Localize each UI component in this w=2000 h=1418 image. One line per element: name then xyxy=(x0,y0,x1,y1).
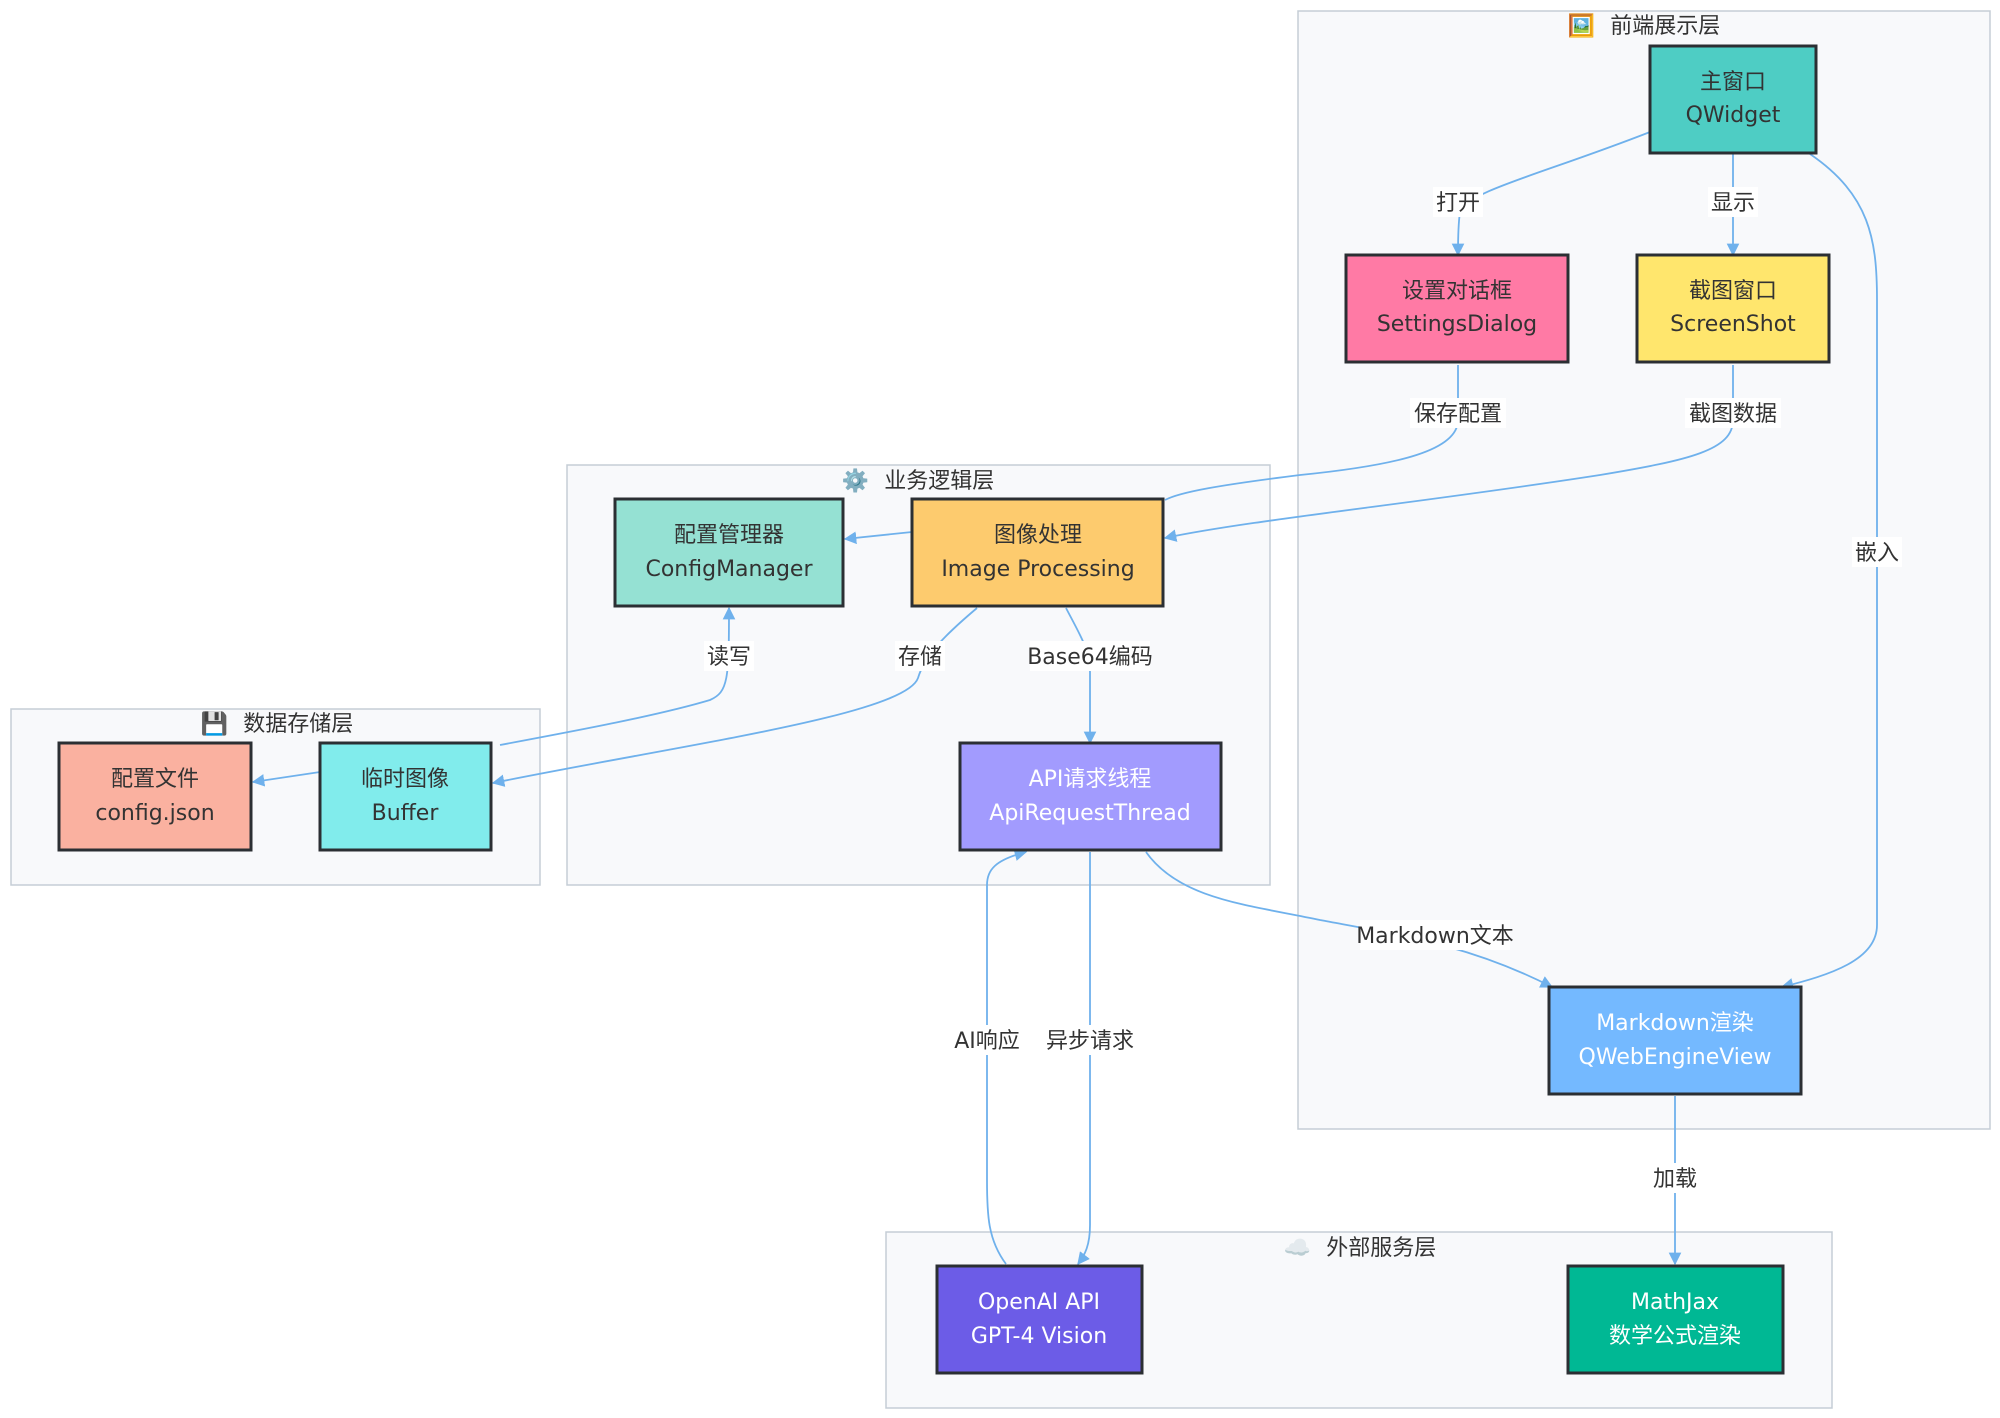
edge-label-embed: 嵌入 xyxy=(1855,541,1899,566)
edge-label-load: 加载 xyxy=(1653,1167,1697,1192)
edge-openai-to-api-thread xyxy=(986,848,1028,1265)
node-sublabel: ConfigManager xyxy=(645,557,813,582)
node-sublabel: ScreenShot xyxy=(1670,312,1796,337)
edge-labels: 打开 显示 嵌入 保存配置 截图数据 读写 存储 Base64编码 Markdo… xyxy=(704,187,1902,1193)
node-config-file: 配置文件 config.json xyxy=(57,741,253,852)
edge-api-thread-to-openai xyxy=(1077,852,1091,1265)
node-sublabel: SettingsDialog xyxy=(1377,312,1537,337)
node-label: 主窗口 xyxy=(1700,70,1766,95)
node-sublabel: config.json xyxy=(95,801,214,826)
edge-label-show: 显示 xyxy=(1711,191,1755,216)
node-label: MathJax xyxy=(1631,1290,1719,1315)
cloud-icon: ☁️ xyxy=(1284,1236,1311,1261)
edge-api-thread-to-markdown xyxy=(1145,851,1554,988)
edge-label-open: 打开 xyxy=(1436,191,1480,216)
node-screenshot-window: 截图窗口 ScreenShot xyxy=(1635,253,1831,364)
node-label: 临时图像 xyxy=(361,767,449,792)
node-sublabel: QWidget xyxy=(1686,103,1781,128)
edge-label-ai-response: AI响应 xyxy=(954,1029,1020,1054)
group-title-external: 外部服务层 xyxy=(1326,1236,1436,1261)
edge-label-read-write: 读写 xyxy=(707,645,751,670)
svg-text:🖼️ 前端展示层: 🖼️ 前端展示层 xyxy=(1568,13,1720,39)
edge-label-store: 存储 xyxy=(898,645,942,670)
node-sublabel: GPT-4 Vision xyxy=(971,1324,1107,1349)
node-label: Markdown渲染 xyxy=(1596,1011,1754,1036)
node-mathjax: MathJax 数学公式渲染 xyxy=(1566,1264,1785,1375)
frame-icon: 🖼️ xyxy=(1568,13,1595,39)
node-label: 配置管理器 xyxy=(674,523,784,548)
edge-label-screenshot-data: 截图数据 xyxy=(1689,402,1777,427)
node-sublabel: QWebEngineView xyxy=(1579,1045,1772,1070)
node-label: 截图窗口 xyxy=(1689,279,1777,304)
svg-text:💾 数据存储层: 💾 数据存储层 xyxy=(201,711,353,737)
edge-screenshot-to-image-processing xyxy=(1163,365,1734,542)
node-sublabel: 数学公式渲染 xyxy=(1609,1324,1741,1349)
edge-temp-image-to-config-file xyxy=(251,771,321,787)
node-api-request-thread: API请求线程 ApiRequestThread xyxy=(958,741,1223,852)
edge-label-async-request: 异步请求 xyxy=(1046,1029,1134,1054)
group-title-storage: 数据存储层 xyxy=(243,712,353,737)
edge-main-to-markdown xyxy=(1780,153,1878,991)
edge-label-markdown-text: Markdown文本 xyxy=(1356,924,1514,949)
node-label: 图像处理 xyxy=(994,523,1082,548)
edge-settings-to-image-processing xyxy=(1164,365,1459,501)
node-label: API请求线程 xyxy=(1029,767,1152,792)
node-sublabel: Buffer xyxy=(372,801,440,826)
edge-image-processing-to-config-manager xyxy=(843,531,913,545)
group-title-frontend: 前端展示层 xyxy=(1610,14,1720,39)
floppy-disk-icon: 💾 xyxy=(201,711,228,737)
edge-label-base64: Base64编码 xyxy=(1027,645,1153,670)
gear-icon: ⚙️ xyxy=(842,468,869,494)
node-sublabel: ApiRequestThread xyxy=(989,801,1190,826)
node-label: 设置对话框 xyxy=(1402,279,1512,304)
node-sublabel: Image Processing xyxy=(941,557,1134,582)
node-temp-image: 临时图像 Buffer xyxy=(318,741,493,852)
edge-label-save-config: 保存配置 xyxy=(1414,402,1502,427)
svg-text:⚙️ 业务逻辑层: ⚙️ 业务逻辑层 xyxy=(842,468,994,494)
node-openai-api: OpenAI API GPT-4 Vision xyxy=(935,1264,1144,1375)
svg-text:☁️ 外部服务层: ☁️ 外部服务层 xyxy=(1284,1236,1436,1261)
node-markdown-render: Markdown渲染 QWebEngineView xyxy=(1547,985,1803,1096)
node-settings-dialog: 设置对话框 SettingsDialog xyxy=(1344,253,1570,364)
group-title-logic: 业务逻辑层 xyxy=(884,469,994,494)
node-config-manager: 配置管理器 ConfigManager xyxy=(613,497,845,608)
node-label: OpenAI API xyxy=(978,1290,1100,1315)
node-image-processing: 图像处理 Image Processing xyxy=(910,497,1165,608)
node-main-window: 主窗口 QWidget xyxy=(1648,44,1818,155)
group-frontend: 🖼️ 前端展示层 xyxy=(1297,10,1991,1130)
node-label: 配置文件 xyxy=(111,767,199,792)
